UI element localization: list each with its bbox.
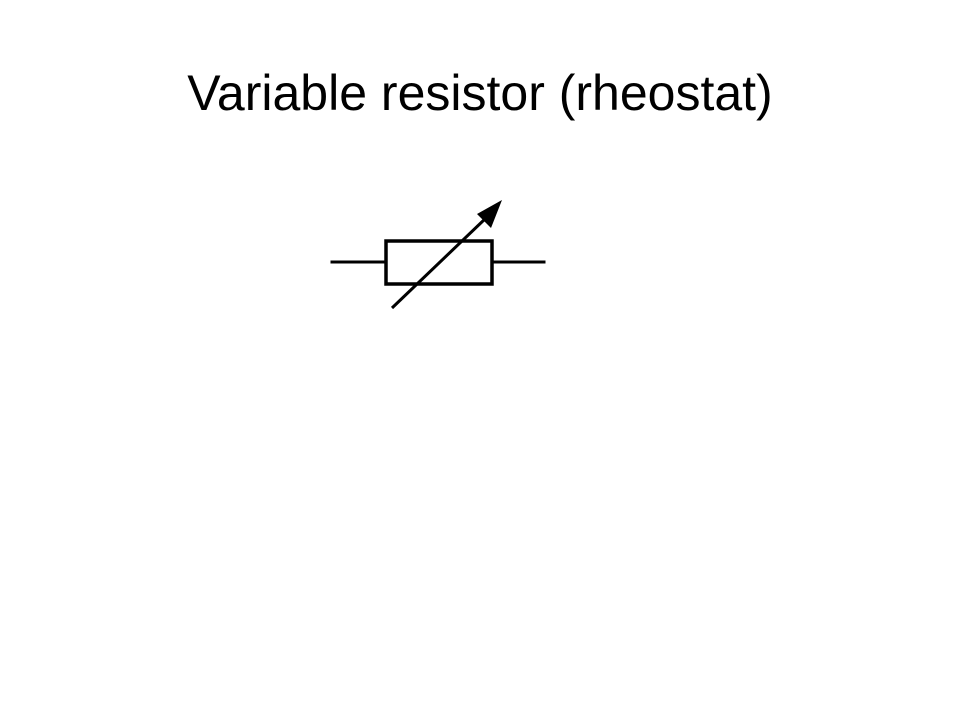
variable-resistor-icon: [330, 200, 546, 310]
adjustment-arrowhead-icon: [477, 200, 502, 228]
adjustment-arrow-shaft: [390, 216, 488, 310]
slide-title: Variable resistor (rheostat): [187, 65, 773, 121]
